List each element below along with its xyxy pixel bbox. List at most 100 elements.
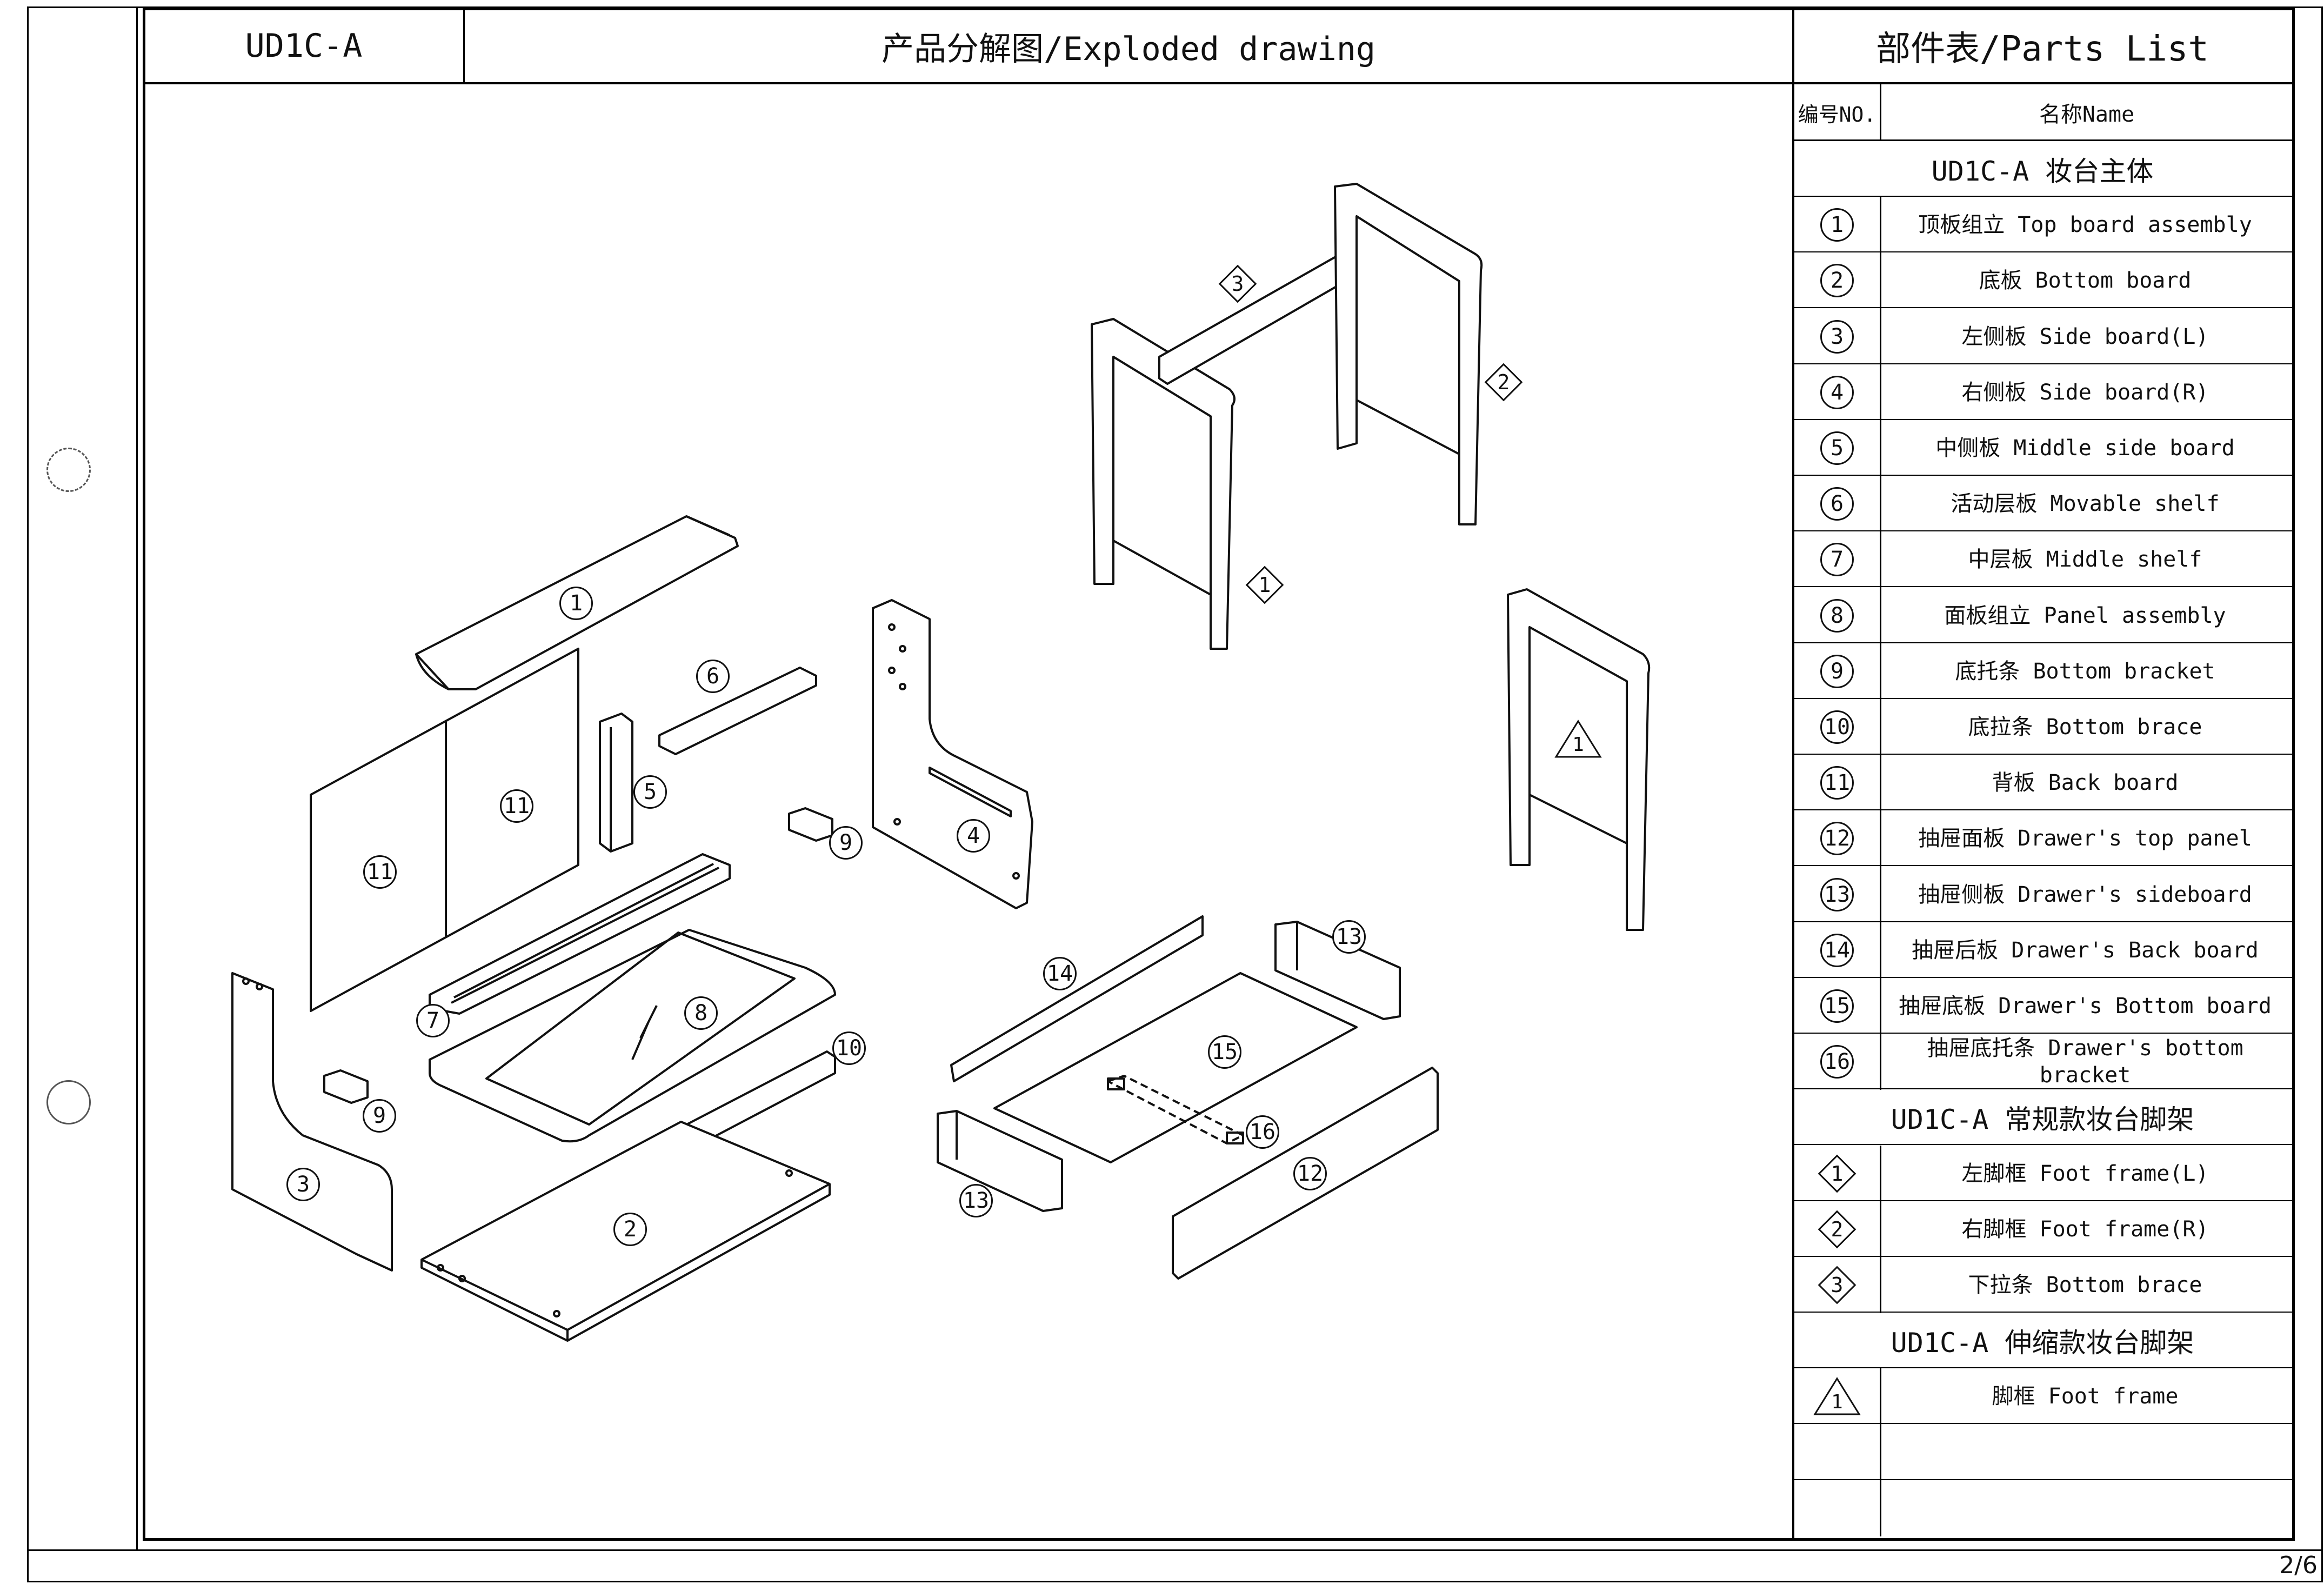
part-number-cell: 9 — [1794, 654, 1880, 688]
diamond-number-icon: 2 — [1817, 1209, 1857, 1249]
circle-number-icon: 13 — [1820, 877, 1854, 911]
section-title: UD1C-A 常规款妆台脚架 — [1891, 1103, 2194, 1135]
model-code: UD1C-A — [245, 27, 363, 65]
circle-number-icon: 12 — [1820, 821, 1854, 855]
part-number-cell: 1 — [1794, 1154, 1880, 1194]
callout-1: 1 — [559, 587, 593, 620]
parts-list-title: 部件表/Parts List — [1876, 29, 2209, 69]
circle-number-icon: 11 — [1820, 766, 1854, 800]
callout-11b: 11 — [363, 855, 397, 889]
parts-row: 5 中侧板 Middle side board — [1794, 420, 2290, 476]
parts-row: 3 左侧板 Side board(L) — [1794, 309, 2290, 364]
callout-8: 8 — [684, 996, 718, 1030]
callout-4: 4 — [957, 819, 990, 853]
callout-10: 10 — [832, 1031, 866, 1065]
circle-number-icon: 9 — [1820, 654, 1854, 688]
page-title: 产品分解图/Exploded drawing — [881, 30, 1376, 68]
parts-row: 15 抽屉底板 Drawer's Bottom board — [1794, 978, 2290, 1034]
part-name-cell: 下拉条 Bottom brace — [1968, 1272, 2202, 1297]
parts-row: 8 面板组立 Panel assembly — [1794, 588, 2290, 643]
circle-number-icon: 5 — [1820, 431, 1854, 465]
callout-diamond-1: 1 — [1245, 565, 1285, 605]
part-name-cell: 活动层板 Movable shelf — [1951, 491, 2220, 516]
binder-hole-bottom — [46, 1080, 91, 1124]
part-number-cell: 7 — [1794, 542, 1880, 576]
parts-row: 7 中层板 Middle shelf — [1794, 531, 2290, 587]
parts-row: 12 抽屉面板 Drawer's top panel — [1794, 810, 2290, 866]
parts-row: 6 活动层板 Movable shelf — [1794, 476, 2290, 531]
part-number-cell: 2 — [1794, 263, 1880, 297]
callout-14: 14 — [1043, 957, 1077, 990]
part-name-cell: 左侧板 Side board(L) — [1961, 324, 2209, 349]
circle-number-icon: 1 — [1820, 208, 1854, 242]
part-name-cell: 抽屉后板 Drawer's Back board — [1912, 937, 2259, 963]
callout-diamond-3: 3 — [1218, 264, 1258, 304]
col-no-header: 编号NO. — [1798, 102, 1876, 127]
part-name-cell: 抽屉面板 Drawer's top panel — [1918, 826, 2252, 851]
parts-row: 9 底托条 Bottom bracket — [1794, 643, 2290, 699]
circle-number-icon: 6 — [1820, 487, 1854, 521]
callout-15: 15 — [1208, 1035, 1241, 1069]
diamond-number-icon: 3 — [1817, 1265, 1857, 1305]
parts-row: 16 抽屉底托条 Drawer's bottom bracket — [1794, 1034, 2290, 1089]
callout-5: 5 — [633, 775, 667, 809]
circle-number-icon: 2 — [1820, 263, 1854, 297]
col-name-header: 名称Name — [2039, 102, 2135, 127]
part-name-cell: 脚框 Foot frame — [1992, 1383, 2179, 1409]
callout-9b: 9 — [363, 1099, 396, 1133]
circle-number-icon: 4 — [1820, 375, 1854, 409]
callout-2: 2 — [613, 1213, 647, 1246]
part-number-cell: 2 — [1794, 1209, 1880, 1249]
part-number-cell: 8 — [1794, 598, 1880, 633]
parts-row: 2 底板 Bottom board — [1794, 252, 2290, 308]
circle-number-icon: 14 — [1820, 933, 1854, 967]
circle-number-icon: 3 — [1820, 320, 1854, 354]
part-name-cell: 抽屉底板 Drawer's Bottom board — [1899, 993, 2272, 1019]
page-number: 2/6 — [2279, 1551, 2318, 1579]
part-number-cell: 4 — [1794, 375, 1880, 409]
part-number-cell: 12 — [1794, 821, 1880, 855]
part-name-cell: 底板 Bottom board — [1979, 268, 2192, 293]
part-name-cell: 中层板 Middle shelf — [1968, 547, 2202, 572]
part-name-cell: 面板组立 Panel assembly — [1944, 603, 2226, 628]
part-name-cell: 右侧板 Side board(R) — [1961, 380, 2209, 405]
section-title: UD1C-A 妆台主体 — [1931, 155, 2154, 187]
exploded-drawing — [231, 183, 1651, 1342]
drawing-frame — [143, 8, 2295, 1541]
callout-13a: 13 — [1332, 920, 1366, 954]
part-number-cell: 14 — [1794, 933, 1880, 967]
callout-7: 7 — [416, 1004, 450, 1037]
diamond-number-text: 1 — [1831, 1161, 1844, 1186]
callout-12: 12 — [1293, 1157, 1327, 1190]
callout-6: 6 — [696, 660, 730, 693]
circle-number-icon: 10 — [1820, 710, 1854, 744]
part-number-cell: 5 — [1794, 431, 1880, 465]
circle-number-icon: 16 — [1820, 1044, 1854, 1079]
part-name-cell: 背板 Back board — [1992, 770, 2179, 795]
part-number-cell: 15 — [1794, 989, 1880, 1023]
part-name-cell: 抽屉底托条 Drawer's bottom bracket — [1927, 1035, 2243, 1088]
circle-number-icon: 15 — [1820, 989, 1854, 1023]
parts-row: 3 下拉条 Bottom brace — [1794, 1257, 2290, 1313]
part-name-cell: 中侧板 Middle side board — [1935, 435, 2235, 461]
callout-triangle-1: 1 — [1554, 719, 1602, 759]
parts-row: 14 抽屉后板 Drawer's Back board — [1794, 922, 2290, 978]
part-name-cell: 底托条 Bottom bracket — [1955, 658, 2215, 684]
callout-13b: 13 — [959, 1184, 993, 1217]
triangle-number-icon: 1 — [1813, 1376, 1861, 1416]
diamond-number-text: 2 — [1831, 1217, 1844, 1241]
parts-row: 4 右侧板 Side board(R) — [1794, 364, 2290, 420]
part-number-cell: 6 — [1794, 487, 1880, 521]
part-number-cell: 16 — [1794, 1044, 1880, 1079]
parts-row: 1 脚框 Foot frame — [1794, 1368, 2290, 1424]
circle-number-icon: 7 — [1820, 542, 1854, 576]
part-number-cell: 13 — [1794, 877, 1880, 911]
callout-16: 16 — [1246, 1115, 1279, 1149]
part-number-cell: 1 — [1794, 208, 1880, 242]
callout-9a: 9 — [829, 826, 863, 860]
diamond-number-text: 3 — [1831, 1273, 1844, 1297]
part-number-cell: 10 — [1794, 710, 1880, 744]
